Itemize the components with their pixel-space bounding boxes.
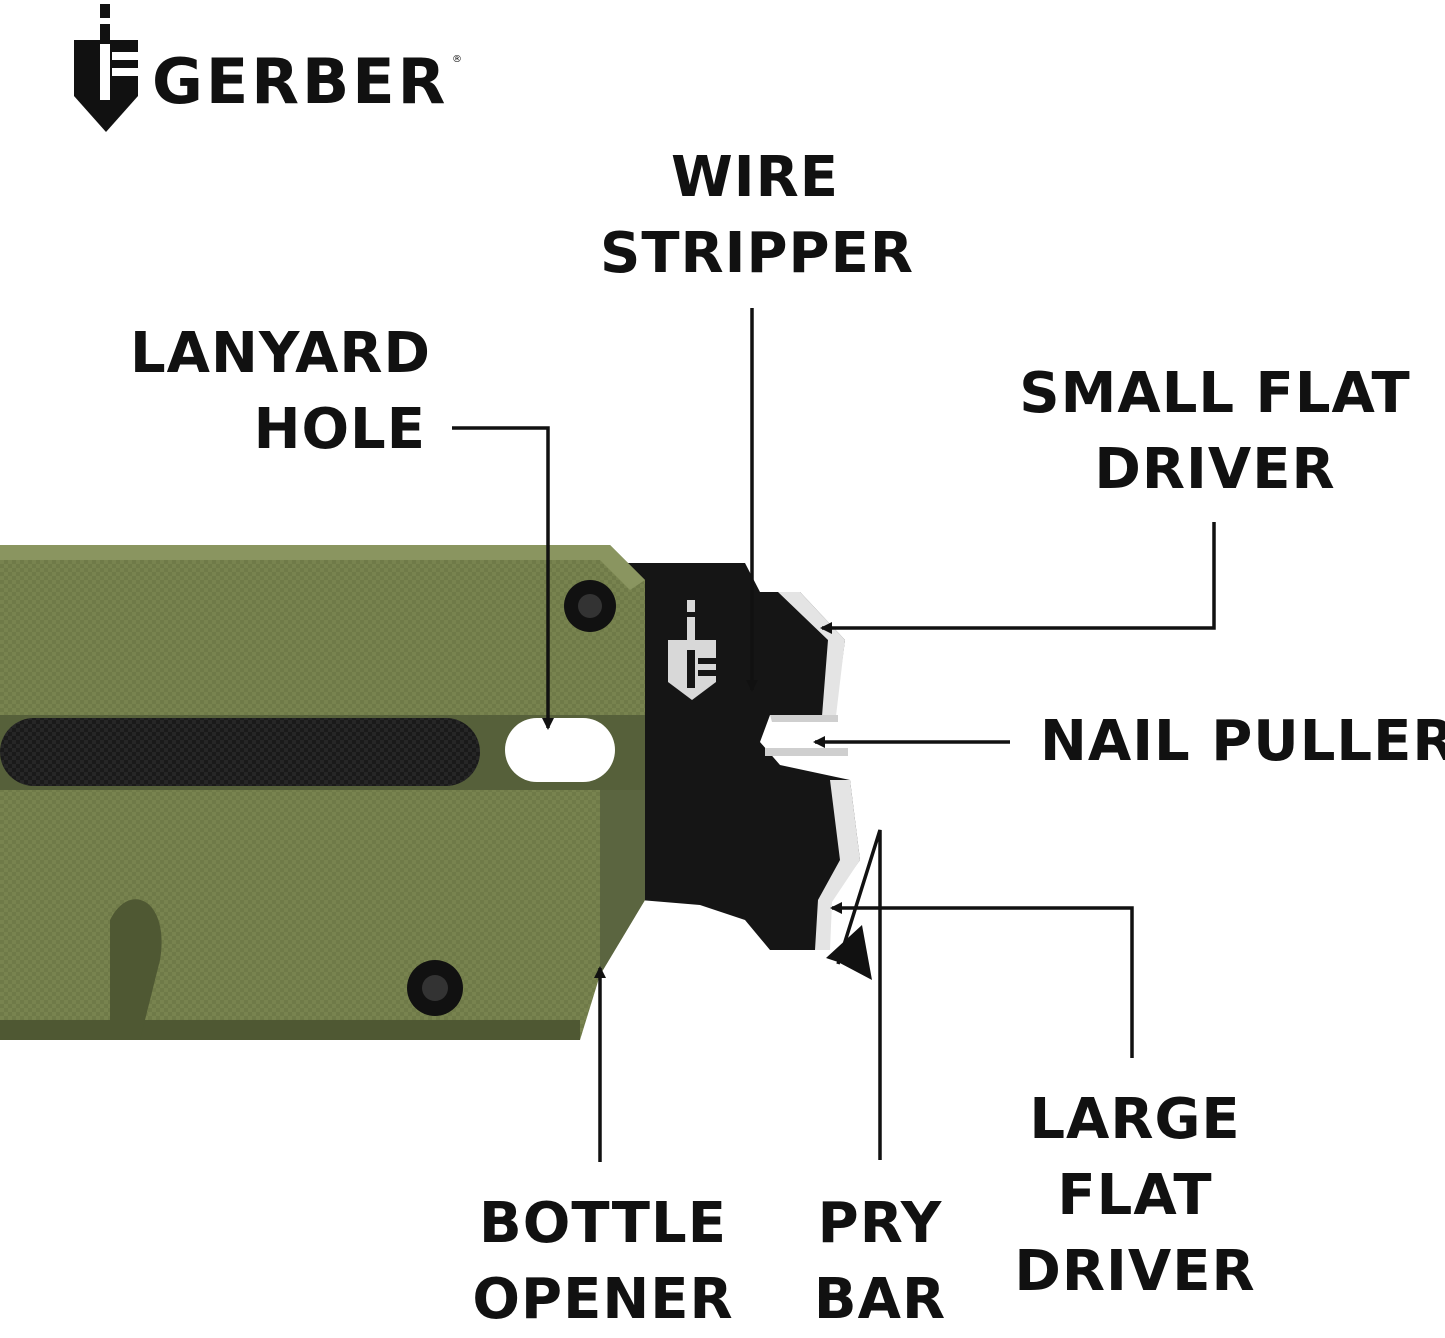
callout-lines <box>452 308 1216 1162</box>
pry-bar-line <box>836 829 882 1160</box>
label-large-flat-driver: LARGE FLAT DRIVER <box>1014 1087 1256 1304</box>
small-flat-driver-arrow <box>820 522 1216 634</box>
lanyard-hole-arrow <box>452 426 554 730</box>
label-bottle-opener: BOTTLE OPENER <box>472 1191 734 1332</box>
label-pry-bar: PRY BAR <box>813 1191 947 1332</box>
label-lanyard-hole: LANYARD HOLE <box>130 321 432 462</box>
label-nail-puller: NAIL PULLER <box>1040 709 1445 774</box>
large-flat-driver-arrow <box>830 902 1134 1058</box>
blade-logo-icon <box>668 600 716 700</box>
label-wire-stripper: WIRE STRIPPER <box>600 145 914 286</box>
label-small-flat-driver: SMALL FLAT DRIVER <box>1019 361 1411 502</box>
tool-handle <box>0 545 645 1040</box>
pry-bar-arrowhead <box>826 925 872 980</box>
gerber-logo-icon <box>74 4 140 132</box>
blade-head <box>600 563 860 950</box>
brand-name: GERBER <box>152 45 449 118</box>
brand-registered-mark: ® <box>452 54 462 65</box>
